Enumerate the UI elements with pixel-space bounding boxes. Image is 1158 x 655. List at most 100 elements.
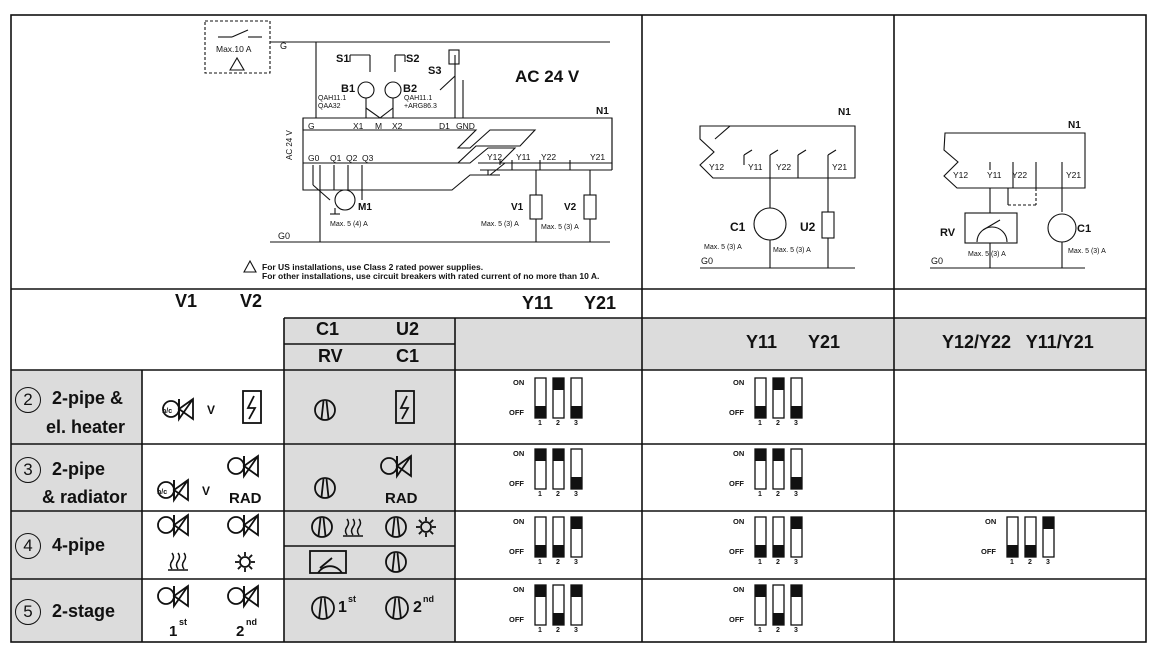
switch-a-row-4-num-2: 2 bbox=[556, 559, 560, 566]
valve-rad-u2-row3 bbox=[380, 454, 412, 479]
sch-b1: B1 bbox=[341, 83, 355, 95]
switch-a-row-5-off-label: OFF bbox=[509, 615, 524, 624]
switch-b-row-2-off-label: OFF bbox=[729, 408, 744, 417]
main-schematic-text: Max.10 A G G0 S1 S2 S3 B1 B2 QAH11.1 QAA… bbox=[216, 41, 609, 281]
sch-v1: V1 bbox=[511, 202, 524, 213]
switch-a-row-4-off-label: OFF bbox=[509, 547, 524, 556]
label-v-row3: V bbox=[202, 484, 210, 498]
switch-c-row-4-lever-2 bbox=[1025, 545, 1036, 557]
sch-y12: Y12 bbox=[487, 152, 502, 162]
switch-b-row-4-on-label: ON bbox=[733, 517, 744, 526]
valve-hc-row2 bbox=[162, 397, 194, 422]
sch-b2-type1: QAH11.1 bbox=[404, 95, 432, 102]
row-label-3b: & radiator bbox=[42, 487, 128, 507]
label-v-row2: V bbox=[207, 403, 215, 417]
mid-diagram bbox=[699, 125, 856, 269]
pump-first-row5 bbox=[311, 596, 335, 620]
label-first-pump: 1 bbox=[338, 599, 347, 616]
switch-c-row-4-lever-3 bbox=[1043, 517, 1054, 529]
right-rv: RV bbox=[940, 227, 956, 239]
shade-row-labels bbox=[11, 370, 142, 642]
row-label-5: 2-stage bbox=[52, 601, 116, 621]
sch-y21: Y21 bbox=[590, 152, 605, 162]
sch-g-top: G bbox=[280, 41, 287, 51]
header-top-y21: Y21 bbox=[584, 293, 617, 313]
row-label-2b: el. heater bbox=[46, 417, 126, 437]
right-max-1: Max. 5 (3) A bbox=[968, 251, 1006, 258]
pump-second-row5 bbox=[385, 596, 409, 620]
valve-v2-row4 bbox=[227, 513, 259, 538]
sch-y22: Y22 bbox=[541, 152, 556, 162]
cool-icon-u2-row4 bbox=[416, 517, 436, 537]
sch-t-gnd: GND bbox=[456, 121, 475, 131]
switch-a-row-3-off-label: OFF bbox=[509, 479, 524, 488]
shade-right-header-a bbox=[642, 318, 894, 370]
sch-t-d1: D1 bbox=[439, 121, 450, 131]
sch-supply: AC 24 V bbox=[515, 67, 580, 86]
switch-b-row-2-num-2: 2 bbox=[776, 420, 780, 427]
grid-lines bbox=[10, 14, 1147, 643]
switch-b-row-5-num-3: 3 bbox=[794, 627, 798, 634]
sch-vertical: AC 24 V bbox=[285, 130, 294, 160]
right-max-2: Max. 5 (3) A bbox=[1068, 248, 1106, 255]
label-nd-pump: nd bbox=[423, 594, 434, 604]
mid-max-1: Max. 5 (3) A bbox=[704, 244, 742, 251]
switch-b-row-3-num-3: 3 bbox=[794, 491, 798, 498]
switch-b-row-2-lever-2 bbox=[773, 378, 784, 390]
pump-u2-row4 bbox=[385, 516, 407, 538]
valve-rad-v2-row3 bbox=[227, 454, 259, 479]
valve-v2-row5 bbox=[227, 584, 259, 609]
right-c1: C1 bbox=[1077, 223, 1091, 235]
switch-a-row-5-num-3: 3 bbox=[574, 627, 578, 634]
switch-c-row-4-num-1: 1 bbox=[1010, 559, 1014, 566]
header-v2: V2 bbox=[240, 291, 263, 311]
header-c1b: C1 bbox=[396, 346, 420, 366]
switch-b-row-3-off-label: OFF bbox=[729, 479, 744, 488]
switch-a-row-2-off-label: OFF bbox=[509, 408, 524, 417]
mid-u2: U2 bbox=[800, 220, 816, 234]
mid-g0: G0 bbox=[701, 256, 713, 266]
sch-v2-max: Max. 5 (3) A bbox=[541, 224, 579, 231]
switch-c-row-4-lever-1 bbox=[1007, 545, 1018, 557]
pump-c1b-row4 bbox=[385, 551, 407, 573]
row-num-3: 3 bbox=[15, 457, 41, 483]
header-mid-y21: Y21 bbox=[808, 332, 841, 352]
valve-hc-row3 bbox=[157, 478, 189, 503]
header-rv: RV bbox=[318, 346, 343, 366]
switch-b-row-4-num-2: 2 bbox=[776, 559, 780, 566]
sch-t-g0: G0 bbox=[308, 153, 320, 163]
sch-s1: S1 bbox=[336, 53, 349, 65]
header-c1: C1 bbox=[316, 319, 340, 339]
switch-b-row-3-on-label: ON bbox=[733, 449, 744, 458]
switch-c-row-4-num-3: 3 bbox=[1046, 559, 1050, 566]
pump-c1-row4 bbox=[311, 516, 333, 538]
sch-n1: N1 bbox=[596, 106, 609, 117]
switch-a-row-3-num-2: 2 bbox=[556, 491, 560, 498]
switch-b-row-3-lever-2 bbox=[773, 449, 784, 461]
right-g0: G0 bbox=[931, 256, 943, 266]
switch-c-row-4-num-2: 2 bbox=[1028, 559, 1032, 566]
switch-b-row-2-on-label: ON bbox=[733, 378, 744, 387]
switch-a-row-2-num-2: 2 bbox=[556, 420, 560, 427]
sch-t-q2: Q2 bbox=[346, 153, 358, 163]
sch-g0: G0 bbox=[278, 231, 290, 241]
pump-c1-row2 bbox=[314, 399, 336, 421]
label-st-v1: st bbox=[179, 617, 187, 627]
right-diagram-text: N1 Y12 Y11 Y22 Y21 RV C1 Max. 5 (3) A Ma… bbox=[931, 120, 1106, 266]
cool-icon-v2-row4 bbox=[235, 552, 255, 572]
switch-a-row-3-num-1: 1 bbox=[538, 491, 542, 498]
switch-c-row-4-off-label: OFF bbox=[981, 547, 996, 556]
heater-v2-row2 bbox=[242, 390, 262, 424]
sch-v2: V2 bbox=[564, 202, 577, 213]
mid-c1: C1 bbox=[730, 220, 746, 234]
switch-b-row-5-num-2: 2 bbox=[776, 627, 780, 634]
sch-t-q1: Q1 bbox=[330, 153, 342, 163]
switch-a-row-4-lever-2 bbox=[553, 545, 564, 557]
mid-n1: N1 bbox=[838, 107, 851, 118]
switch-b-row-4-lever-2 bbox=[773, 545, 784, 557]
